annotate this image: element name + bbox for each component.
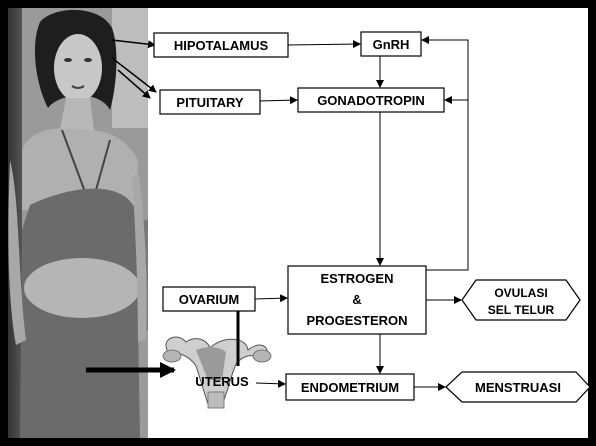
estrogen-label: ESTROGEN: [321, 271, 394, 286]
hipotalamus-label: HIPOTALAMUS: [174, 38, 269, 53]
ovulasi-node: OVULASI SEL TELUR: [462, 280, 580, 320]
endometrium-node: ENDOMETRIUM: [286, 374, 414, 400]
progesteron-label: PROGESTERON: [306, 313, 407, 328]
menstruasi-node: MENSTRUASI: [446, 372, 590, 402]
ampersand-label: &: [352, 292, 361, 307]
endometrium-label: ENDOMETRIUM: [301, 380, 399, 395]
pituitary-label: PITUITARY: [176, 95, 243, 110]
gonadotropin-node: GONADOTROPIN: [298, 88, 444, 112]
estrogen-progesteron-node: ESTROGEN & PROGESTERON: [288, 266, 426, 334]
woman-photo: [8, 8, 148, 438]
uterus-label: UTERUS: [195, 374, 249, 389]
menstruasi-label: MENSTRUASI: [475, 380, 561, 395]
pituitary-node: PITUITARY: [160, 90, 260, 114]
gonadotropin-label: GONADOTROPIN: [317, 93, 425, 108]
ovulasi-label: OVULASI: [494, 286, 547, 300]
hipotalamus-node: HIPOTALAMUS: [154, 33, 288, 57]
ovarium-node: OVARIUM: [163, 287, 255, 311]
sel-telur-label: SEL TELUR: [488, 303, 555, 317]
ovarium-label: OVARIUM: [179, 292, 239, 307]
gnrh-node: GnRH: [361, 32, 421, 56]
gnrh-label: GnRH: [373, 37, 410, 52]
